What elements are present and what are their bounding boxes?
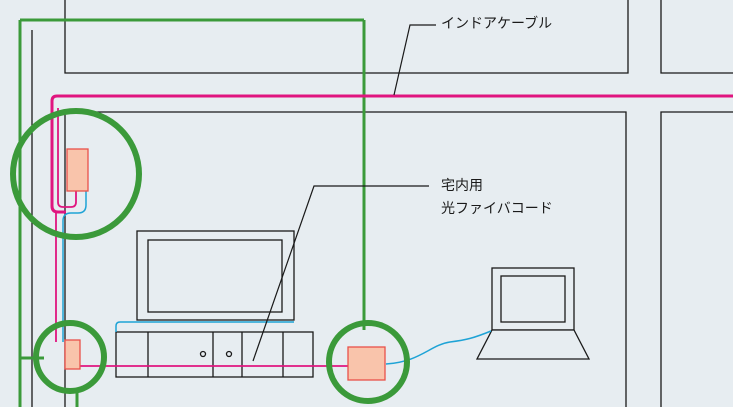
fiber-cord-vertical <box>62 191 87 342</box>
room-upper <box>64 0 629 74</box>
fiber-cord-label-line2: 光ファイバコード <box>441 201 553 217</box>
tv-stand-body <box>115 331 314 378</box>
highlight-circles <box>10 108 410 404</box>
indoor-cable <box>50 94 733 214</box>
cable-cord-to-wall-unit <box>57 108 77 208</box>
highlight-circle-wall-unit <box>10 108 142 240</box>
fiber-cord-tv-bend <box>115 321 121 332</box>
room-upper-right <box>660 0 733 74</box>
green-guide-lines <box>18 18 366 407</box>
room-lower-right <box>660 111 733 407</box>
wall-outlet-unit <box>66 148 89 192</box>
floor-plan <box>31 0 733 407</box>
highlight-circle-outlet <box>33 320 107 394</box>
tv-screen <box>147 239 283 313</box>
tv-stand-knob <box>199 350 207 358</box>
laptop-computer <box>475 267 591 360</box>
highlight-circle-onu <box>326 320 410 404</box>
indoor-cable-label: インドアケーブル <box>441 16 553 32</box>
leader-line-fiber-cord <box>252 185 429 362</box>
optical-outlet <box>64 339 81 370</box>
leader-line-indoor-cable <box>393 24 436 96</box>
laptop-screen <box>500 275 566 323</box>
fiber-cord-label-line1: 宅内用 <box>441 178 483 194</box>
onu-device <box>347 346 386 381</box>
leader-lines <box>252 24 436 362</box>
tv-stand-knob <box>225 350 233 358</box>
indoor-cable-run <box>50 94 733 214</box>
room-main <box>64 111 627 407</box>
laptop-base <box>475 329 591 360</box>
television <box>136 230 295 321</box>
tv-stand <box>115 331 314 378</box>
